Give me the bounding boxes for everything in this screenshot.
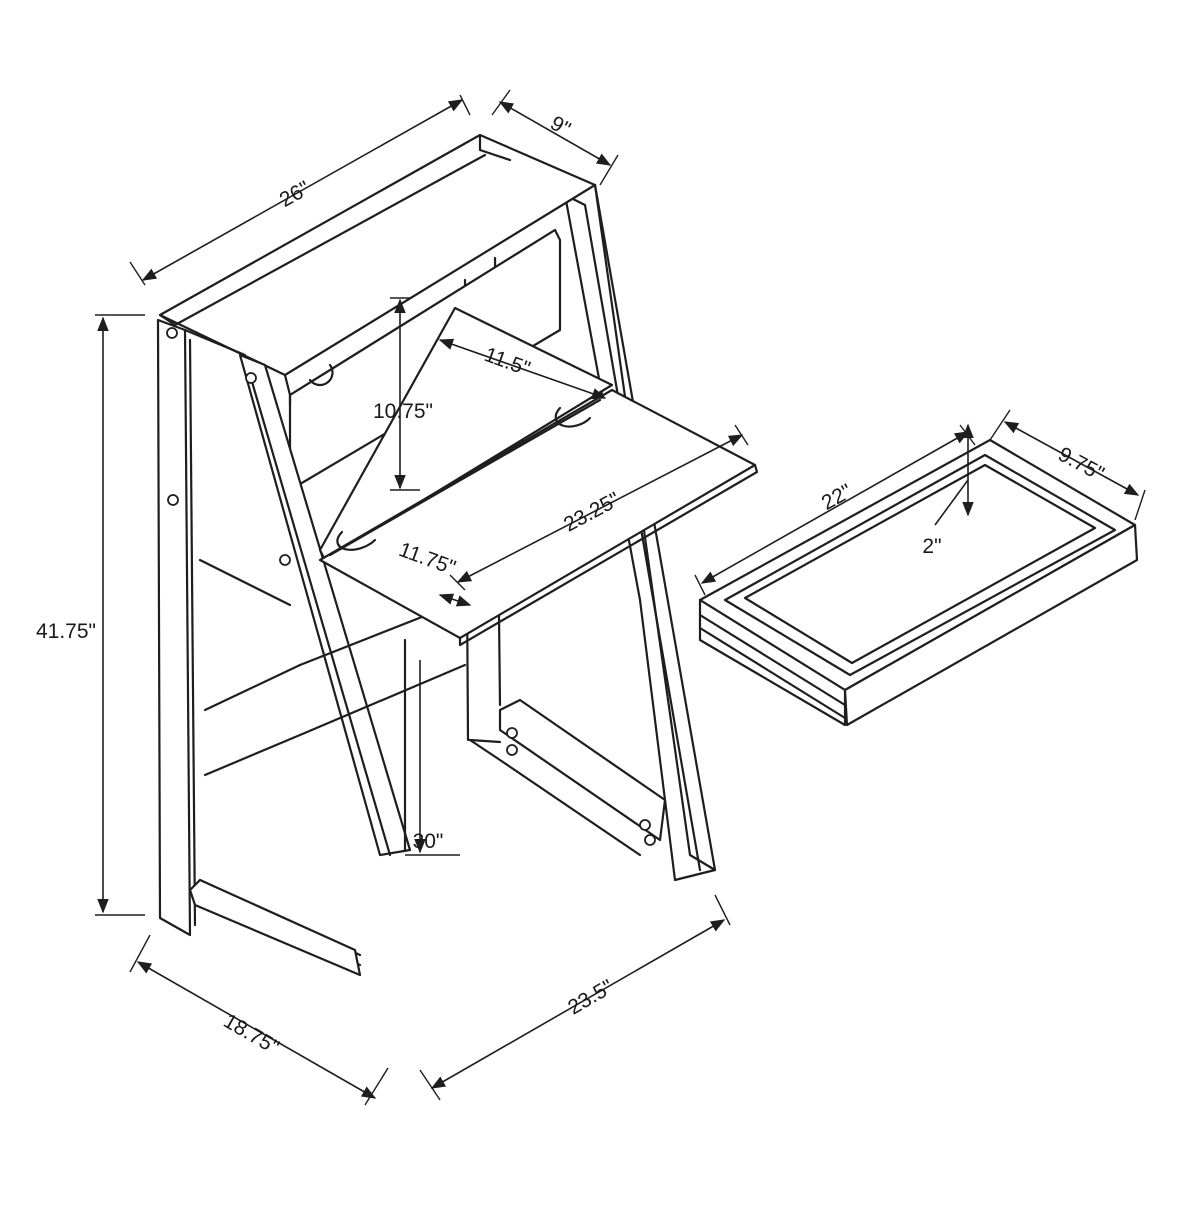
drawer bbox=[698, 438, 1139, 727]
label-desk-height: 30" bbox=[413, 830, 444, 853]
label-shelf-gap: 10.75" bbox=[373, 400, 433, 423]
label-drawer-depth: 9.75" bbox=[1054, 443, 1107, 486]
dimension-lines bbox=[95, 89, 1146, 1106]
label-total-height: 41.75" bbox=[36, 620, 96, 643]
label-top-depth: 9" bbox=[546, 112, 574, 141]
label-base-depth: 18.75" bbox=[220, 1009, 283, 1059]
label-base-width: 23.5" bbox=[564, 975, 617, 1019]
label-top-width: 26" bbox=[276, 177, 314, 212]
desk-frame bbox=[156, 133, 759, 977]
label-drawer-height: 2" bbox=[922, 535, 941, 558]
label-drawer-width: 22" bbox=[818, 480, 856, 515]
